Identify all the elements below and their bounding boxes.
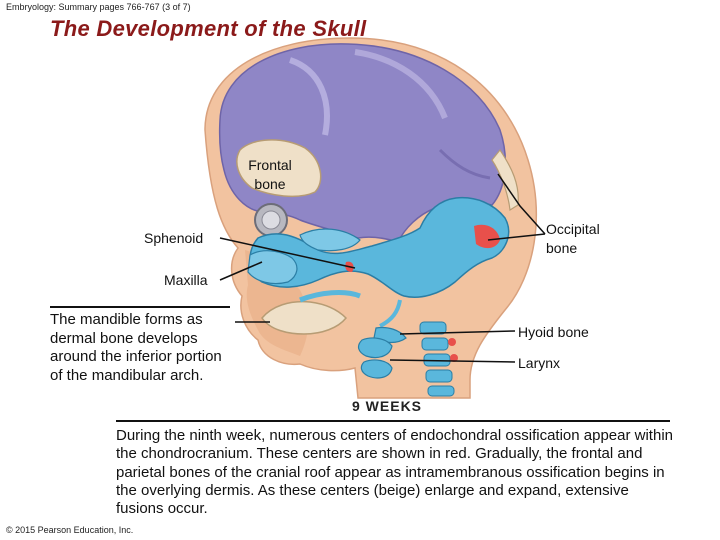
label-sphenoid: Sphenoid — [144, 230, 204, 246]
mandible — [261, 300, 348, 335]
label-frontal-bone: Frontal bone — [240, 156, 300, 194]
frontal-bone — [236, 139, 322, 198]
label-occipital-line2: bone — [546, 240, 578, 256]
label-maxilla: Maxilla — [164, 272, 208, 288]
copyright: © 2015 Pearson Education, Inc. — [6, 525, 134, 535]
label-frontal-line2: bone — [254, 176, 286, 192]
label-age-weeks: 9 WEEKS — [352, 398, 423, 414]
label-hyoid-bone: Hyoid bone — [518, 324, 589, 340]
leader-hyoid — [399, 330, 516, 335]
brain-fold-2 — [354, 49, 448, 120]
leader-occipital-2 — [487, 233, 546, 241]
eye-inner — [261, 210, 281, 230]
larynx-upper — [357, 337, 393, 359]
mandible-caption-rule — [50, 306, 230, 308]
description-text: During the ninth week, numerous centers … — [116, 427, 673, 518]
leader-occipital — [497, 173, 546, 235]
vertebra-4 — [425, 369, 453, 383]
page-title: The Development of the Skull — [50, 16, 367, 41]
leader-sphenoid — [219, 237, 356, 269]
styloid-process — [379, 299, 402, 328]
vertebra-ossification-1 — [448, 338, 456, 346]
brain-fold-3 — [438, 148, 491, 180]
sphenoid-wing — [299, 228, 361, 252]
label-occipital-bone: Occipital bone — [546, 220, 600, 258]
chondrocranium — [249, 196, 510, 298]
nasal-cartilage — [247, 250, 298, 285]
brain-fold-1 — [288, 57, 330, 136]
leader-maxilla — [219, 261, 263, 281]
label-occipital-line1: Occipital — [546, 221, 600, 237]
vertebra-2 — [421, 337, 449, 351]
vertebra-1 — [419, 321, 447, 335]
description-rule — [116, 420, 670, 422]
label-frontal-line1: Frontal — [248, 157, 292, 173]
vertebra-5 — [427, 385, 455, 397]
mandible-caption: The mandible forms as dermal bone develo… — [50, 311, 222, 384]
leader-larynx — [389, 359, 516, 363]
vertebra-ossification-2 — [450, 354, 458, 362]
page-breadcrumb: Embryology: Summary pages 766-767 (3 of … — [6, 2, 191, 12]
occipital-ossification — [474, 224, 500, 249]
label-larynx: Larynx — [518, 355, 561, 371]
meckel-cartilage — [299, 290, 361, 303]
larynx-lower — [360, 359, 393, 379]
